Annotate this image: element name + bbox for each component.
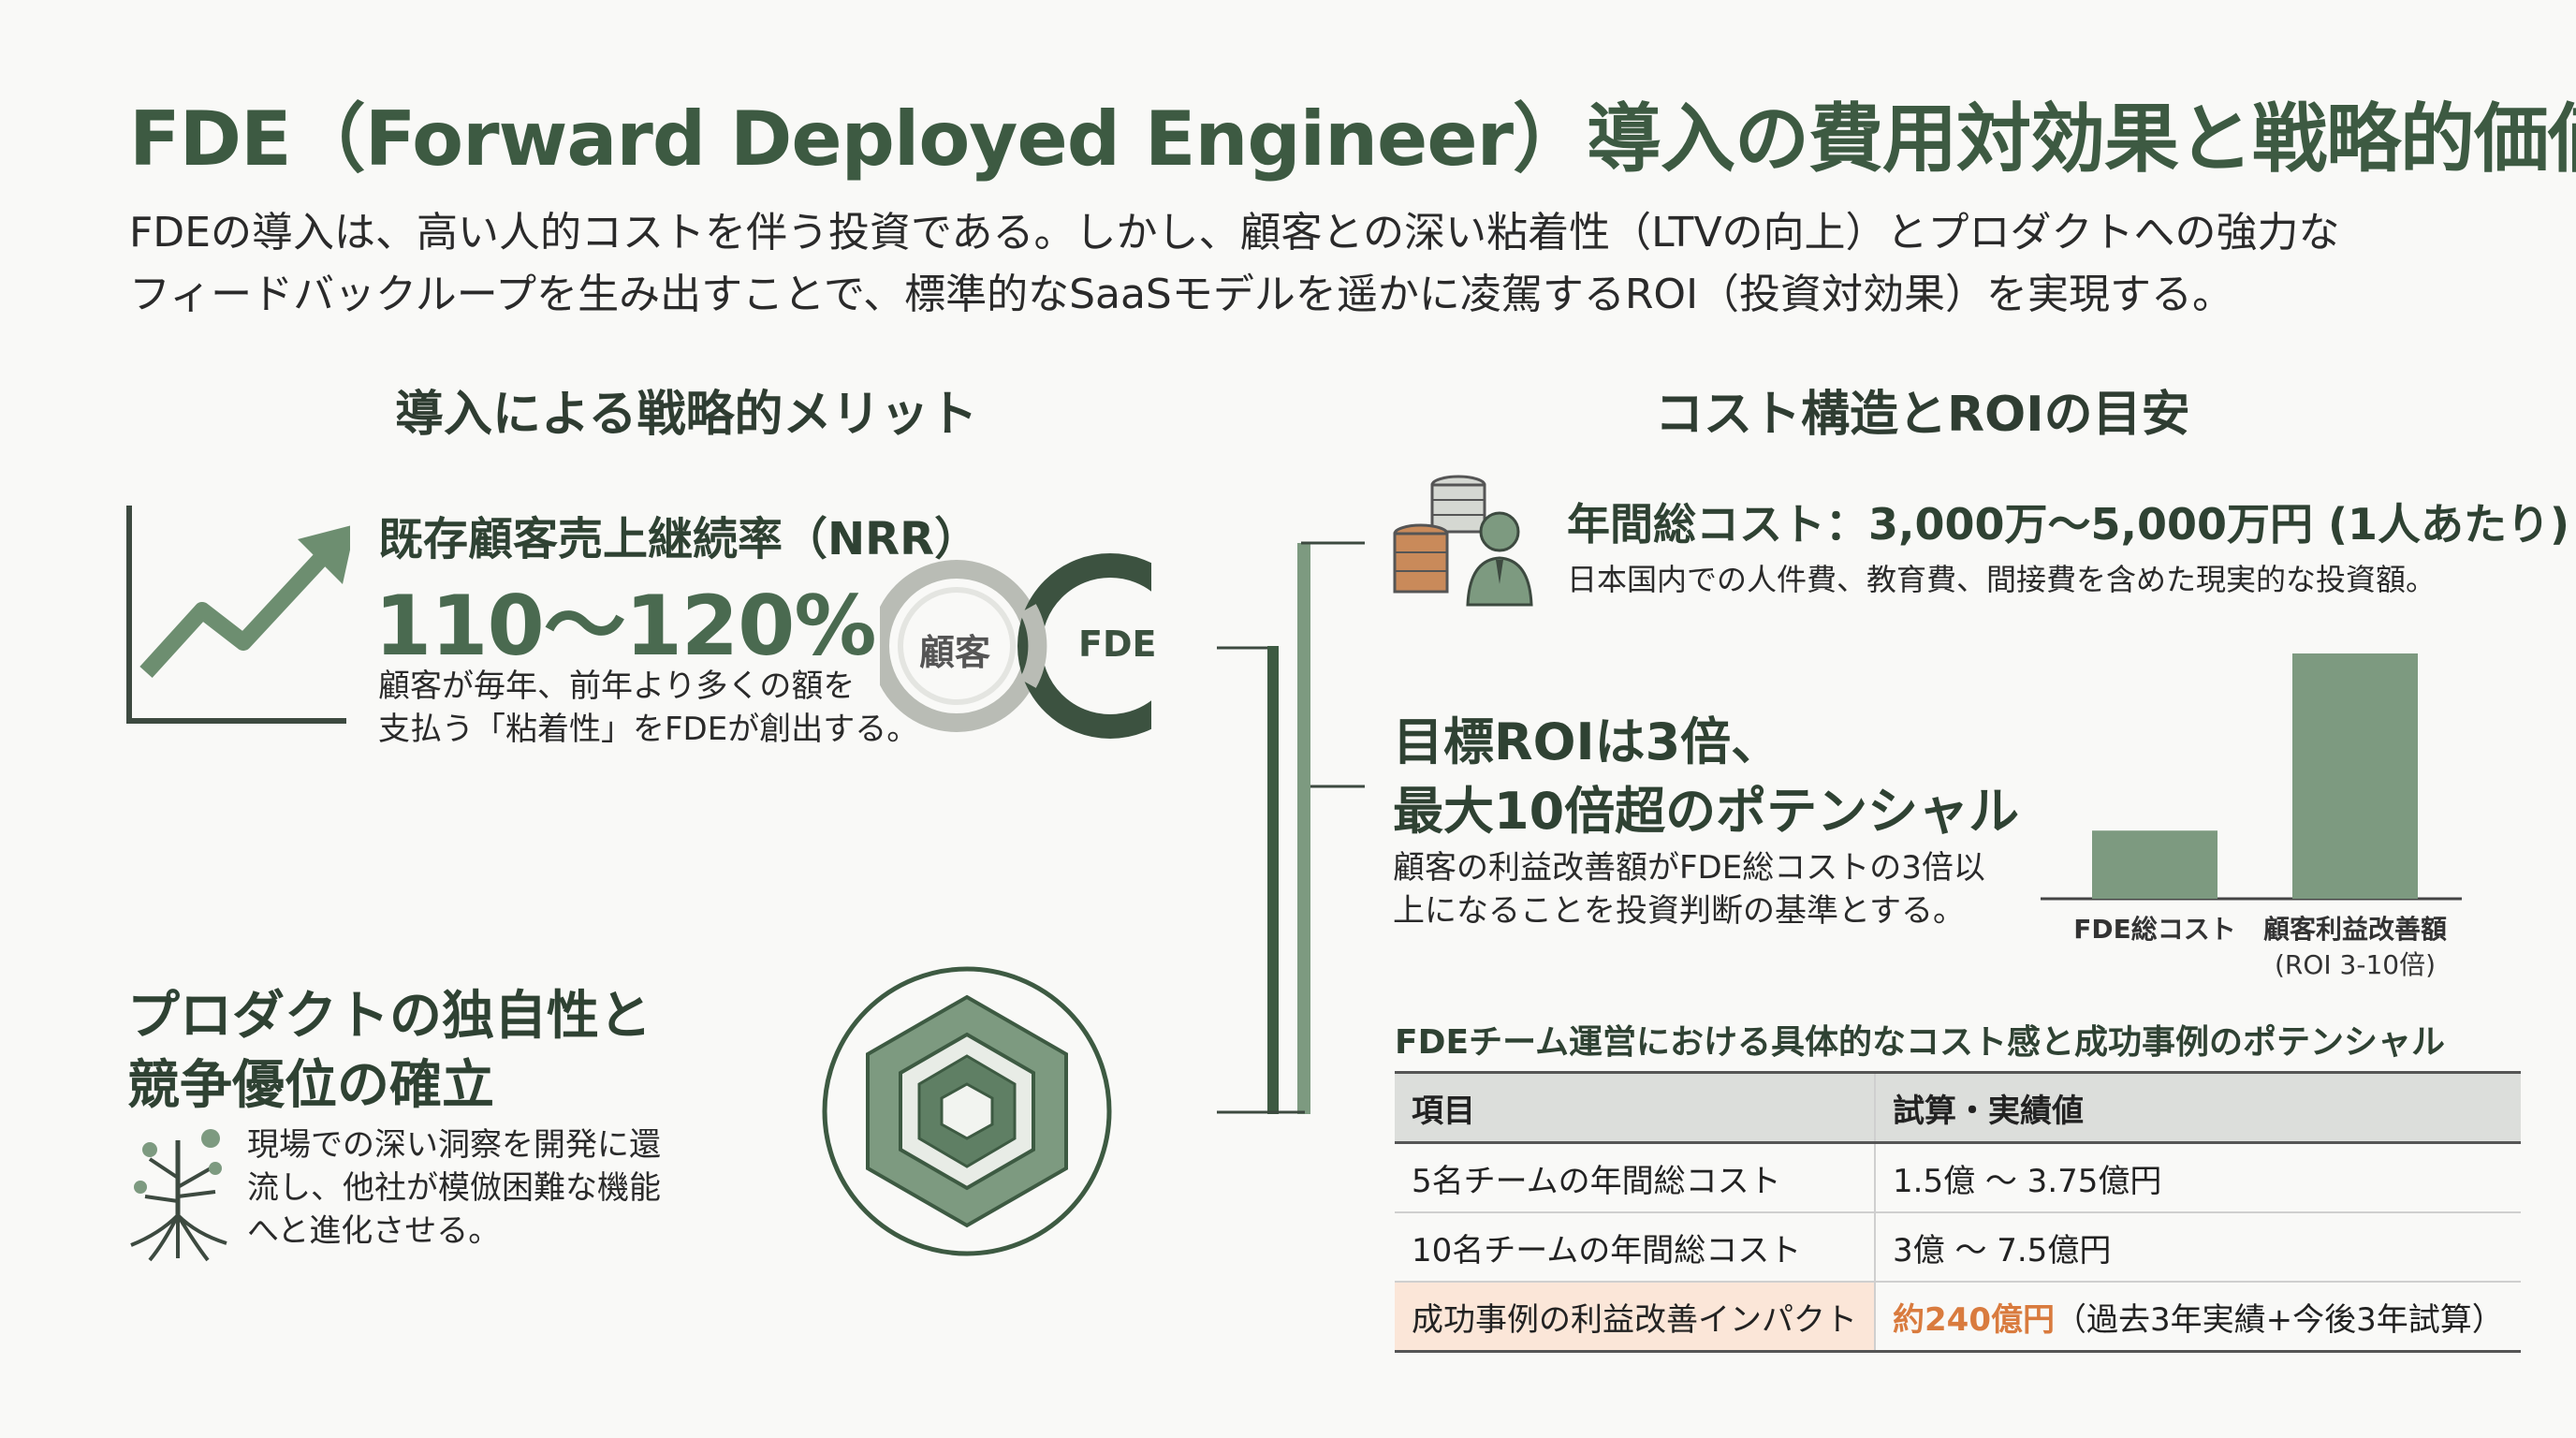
bar-label-0: FDE総コスト [2073,914,2236,945]
table-cell-value: 約240億円（過去3年実績+今後3年試算） [1875,1282,2521,1353]
nrr-desc-2: 支払う「粘着性」をFDEが創出する。 [378,711,919,748]
product-desc-1: 現場での深い洞察を開発に還 [247,1126,661,1164]
nrr-value: 110〜120% [374,578,877,674]
table-cell-value: 1.5億 〜 3.75億円 [1875,1142,2521,1213]
growth-chart-icon [126,506,350,724]
roi-desc-2: 上になることを投資判断の基準とする。 [1393,892,1965,930]
product-title-2: 競争優位の確立 [127,1055,494,1116]
cost-table: 項目 試算・実績値 5名チームの年間総コスト 1.5億 〜 3.75億円 10名… [1395,1071,2521,1353]
table-cell-item: 10名チームの年間総コスト [1395,1212,1876,1283]
table-header-row: 項目 試算・実績値 [1395,1071,2521,1144]
annual-cost-desc: 日本国内での人件費、教育費、間接費を含めた現実的な投資額。 [1567,562,2437,597]
roi-title-2: 最大10倍超のポテンシャル [1393,782,2020,841]
impact-note: （過去3年実績+今後3年試算） [2054,1300,2504,1339]
table-header-value: 試算・実績値 [1875,1071,2521,1144]
ring-label-fde: FDE [1078,624,1157,665]
tree-roots-icon [130,1129,227,1262]
intro-line-1: FDEの導入は、高い人的コストを伴う投資である。しかし、顧客との深い粘着性（LT… [129,209,2340,257]
table-header-item: 項目 [1395,1071,1876,1144]
annual-cost-title: 年間総コスト：3,000万〜5,000万円 (1人あたり) [1567,499,2570,550]
nrr-desc-1: 顧客が毎年、前年より多くの額を [378,668,856,705]
ring-label-customer: 顧客 [919,632,991,673]
roi-desc-1: 顧客の利益改善額がFDE総コストの3倍以 [1393,849,1985,887]
table-cell-item: 5名チームの年間総コスト [1395,1142,1876,1213]
hexagon-structure-icon [822,966,1112,1256]
section-connector [1217,541,1365,1114]
coins-person-icon [1393,475,1533,607]
table-row: 10名チームの年間総コスト 3億 〜 7.5億円 [1395,1212,2521,1283]
intro-line-2: フィードバックループを生み出すことで、標準的なSaaSモデルを遥かに凌駕するRO… [129,271,2234,318]
right-section-heading: コスト構造とROIの目安 [1655,387,2190,443]
product-title-1: プロダクトの独自性と [127,986,651,1047]
impact-value: 約240億円 [1893,1300,2055,1339]
table-cell-item: 成功事例の利益改善インパクト [1395,1282,1876,1353]
bar-1 [2292,653,2418,899]
roi-title-1: 目標ROIは3倍、 [1393,712,1782,771]
page-title: FDE（Forward Deployed Engineer）導入の費用対効果と戦… [129,95,2576,183]
nrr-label: 既存顧客売上継続率（NRR） [378,513,980,565]
product-desc-3: へと進化させる。 [247,1212,501,1250]
customer-fde-rings-icon [880,553,1151,739]
table-cell-value: 3億 〜 7.5億円 [1875,1212,2521,1283]
left-section-heading: 導入による戦略的メリット [395,387,978,443]
bar-label-1: 顧客利益改善額 [2263,914,2447,945]
table-row: 5名チームの年間総コスト 1.5億 〜 3.75億円 [1395,1142,2521,1213]
table-caption: FDEチーム運営における具体的なコスト感と成功事例のポテンシャル [1395,1023,2445,1062]
bar-note-1: (ROI 3-10倍) [2275,949,2436,980]
bar-0 [2092,830,2217,899]
product-desc-2: 流し、他社が模倣困難な機能 [247,1169,661,1207]
roi-bar-chart: FDE総コスト顧客利益改善額 (ROI 3-10倍) [2041,653,2462,980]
table-row-highlight: 成功事例の利益改善インパクト 約240億円（過去3年実績+今後3年試算） [1395,1282,2521,1353]
